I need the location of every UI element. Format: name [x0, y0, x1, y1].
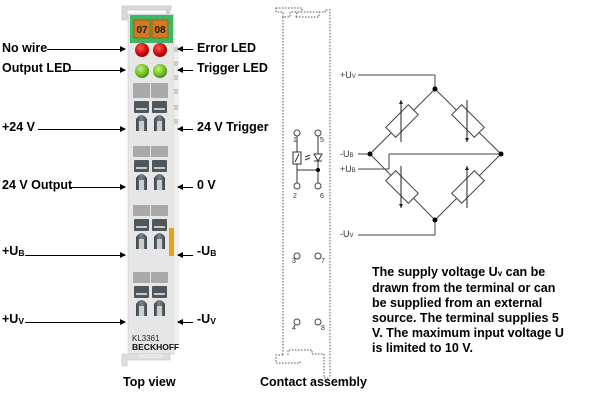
terminal-top-hook — [121, 5, 172, 21]
arrow-no-wire — [47, 46, 126, 52]
bridge-resistor-1 — [385, 100, 419, 142]
marker-strip — [151, 205, 168, 216]
arrow-plus-uv — [25, 319, 126, 325]
channel-label-08: 08 — [154, 25, 166, 36]
marker-strip — [151, 83, 168, 98]
caption-top-view: Top view — [123, 375, 176, 389]
bridge-resistor-3 — [385, 166, 419, 208]
bridge-label-minus-ub: -UB — [340, 149, 354, 159]
led-no-wire — [135, 43, 149, 57]
label-no-wire: No wire — [2, 41, 48, 55]
marker-strip — [133, 146, 150, 157]
arrow-output-led — [68, 67, 126, 73]
label-plus-24v: +24 V — [2, 120, 36, 134]
marker-strip — [133, 205, 150, 216]
supply-voltage-note: The supply voltage Uv can be drawn from … — [372, 265, 564, 355]
terminal-side-strip — [174, 44, 179, 344]
pin-label-7: 7 — [321, 258, 325, 265]
arrow-plus-24v — [38, 126, 126, 132]
pin-6 — [314, 182, 322, 190]
bridge-label-plus-ub: +UB — [340, 164, 356, 174]
led-output — [135, 64, 149, 78]
terminal-side-notches — [174, 47, 178, 124]
junction-dot — [316, 168, 320, 172]
label-trigger-led: Trigger LED — [197, 61, 268, 75]
label-error-led: Error LED — [197, 41, 257, 55]
pin-3 — [293, 252, 301, 260]
marker-strip — [151, 146, 168, 157]
arrow-24v-output — [71, 184, 126, 190]
bridge-resistors — [385, 100, 485, 208]
contact-internal-circuit — [292, 136, 323, 183]
contact-outline — [275, 7, 331, 379]
pin-7 — [314, 252, 322, 260]
terminal-bottom-rail — [139, 354, 163, 358]
pin-label-8: 8 — [321, 325, 325, 332]
marker-strip — [133, 83, 150, 98]
arrow-error-led — [177, 46, 193, 52]
pin-label-6: 6 — [320, 193, 324, 200]
arrow-plus-ub — [25, 252, 126, 258]
arrow-0v — [177, 184, 193, 190]
pin-label-4: 4 — [292, 325, 296, 332]
led-trigger — [153, 64, 167, 78]
label-minus-ub: -UB — [197, 244, 217, 258]
label-minus-uv: -UV — [197, 312, 216, 326]
bridge-label-minus-uv: -UV — [340, 229, 354, 239]
pin-label-3: 3 — [292, 258, 296, 265]
wheatstone-bridge — [358, 74, 502, 236]
bridge-resistor-4 — [451, 166, 485, 208]
label-24v-trigger: 24 V Trigger — [197, 120, 269, 134]
channel-label-block-2 — [151, 19, 169, 39]
channel-label-block-1 — [133, 19, 151, 39]
pin-5 — [314, 129, 322, 137]
caption-contact-assembly: Contact assembly — [260, 375, 367, 389]
pin-label-1: 1 — [293, 137, 297, 144]
terminal-model: KL3361 — [132, 334, 160, 343]
arrow-24v-trigger — [177, 126, 193, 132]
pin-8 — [314, 318, 322, 326]
marker-strip — [151, 272, 168, 283]
pin-1 — [293, 129, 301, 137]
pin-label-2: 2 — [293, 193, 297, 200]
bridge-nodes — [367, 86, 504, 223]
terminal-contact-rows — [133, 83, 168, 316]
arrow-minus-ub — [177, 252, 193, 258]
marker-strip — [133, 272, 150, 283]
channel-label-07: 07 — [136, 25, 148, 36]
pin-label-5: 5 — [320, 137, 324, 144]
arrow-trigger-led — [177, 67, 193, 73]
label-0v: 0 V — [197, 178, 216, 192]
bridge-label-plus-uv: +UV — [340, 70, 356, 80]
label-24v-output: 24 V Output — [2, 178, 73, 192]
label-plus-uv: +UV — [2, 312, 24, 326]
label-plus-ub: +UB — [2, 244, 25, 258]
arrow-minus-uv — [177, 319, 193, 325]
bridge-resistor-2 — [451, 100, 485, 142]
diode-symbol — [313, 153, 323, 163]
led-error — [153, 43, 167, 57]
terminal-accent-stripe — [169, 228, 174, 256]
pin-2 — [293, 182, 301, 190]
terminal-brand: BECKHOFF — [132, 342, 179, 352]
label-output-led: Output LED — [2, 61, 72, 75]
pin-4 — [293, 318, 301, 326]
